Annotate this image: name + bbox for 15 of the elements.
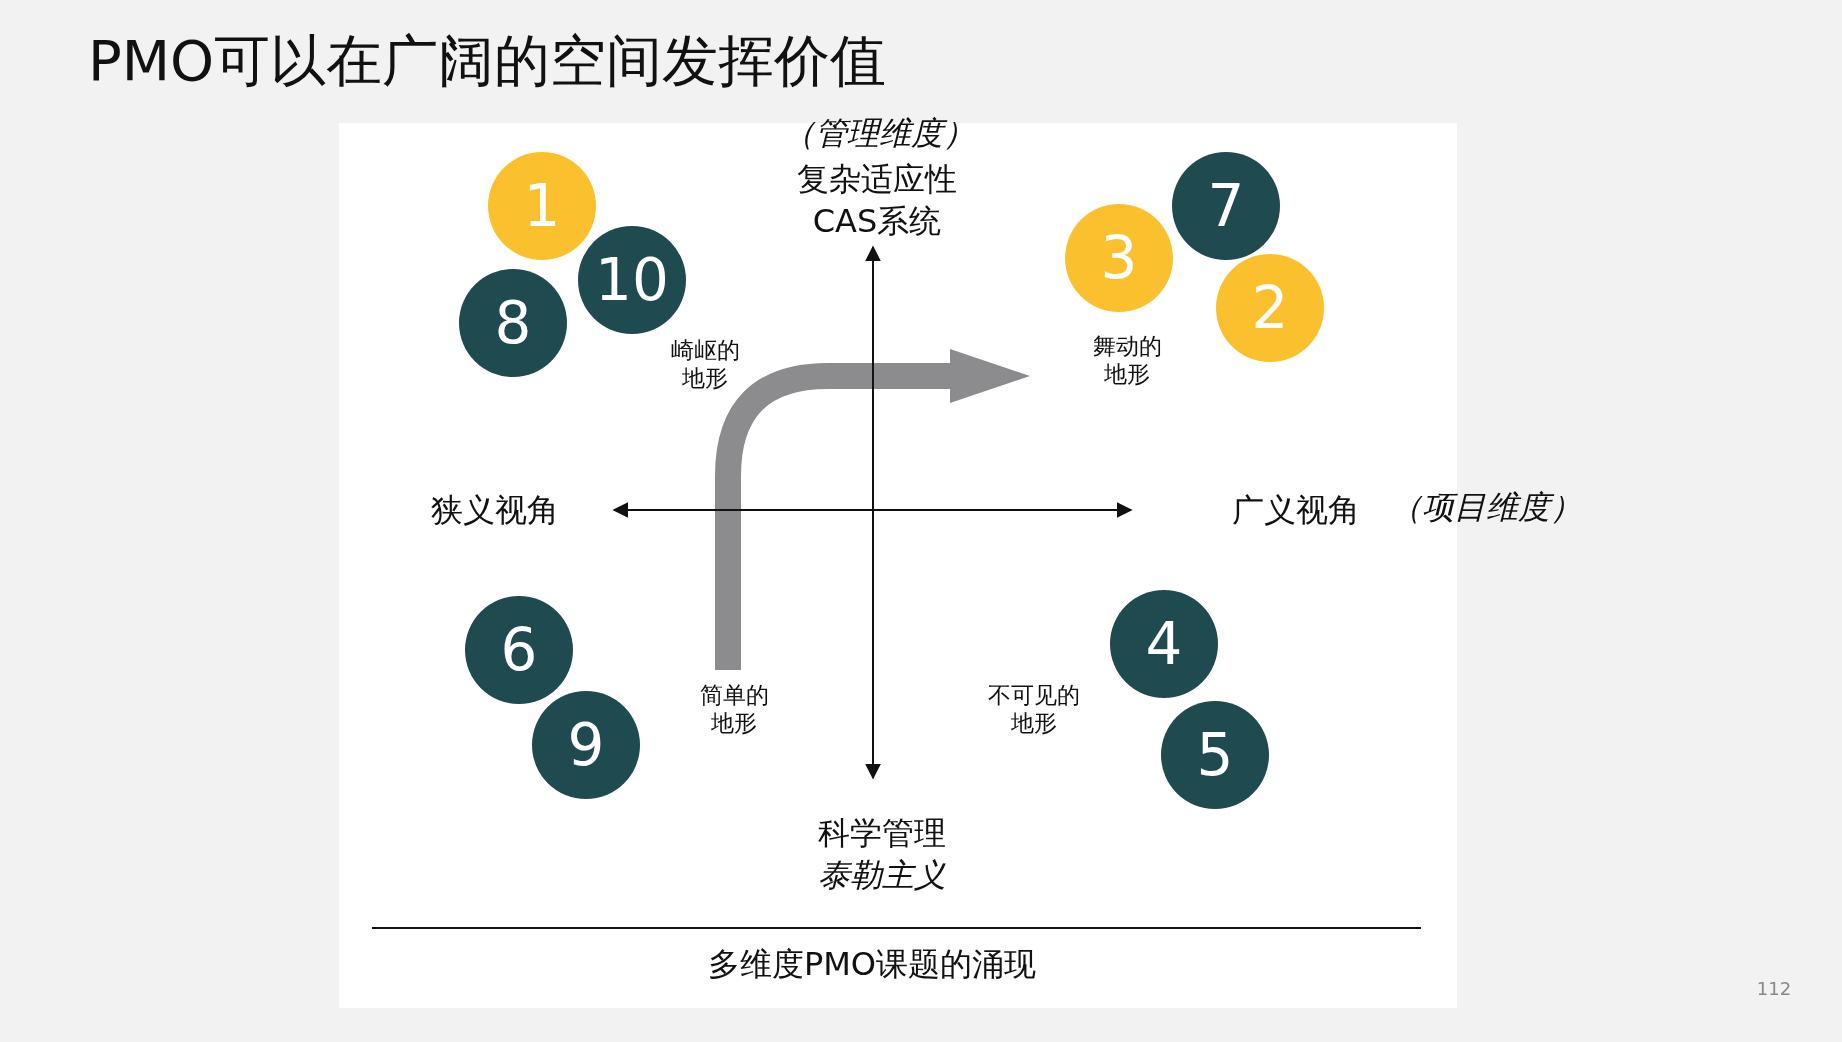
quadrant-label: 不可见的地形 xyxy=(987,682,1081,738)
axis-label: 广义视角 xyxy=(1232,490,1360,530)
axis-label: 泰勒主义 xyxy=(818,855,946,895)
quadrant-label: 舞动的地形 xyxy=(1091,333,1163,389)
axis-label: 科学管理 xyxy=(818,813,946,853)
axis-label: 狭义视角 xyxy=(431,490,559,530)
axis-label: （项目维度） xyxy=(1390,487,1582,527)
quadrant-label: 简单的地形 xyxy=(698,682,770,738)
axis-label: 复杂适应性 xyxy=(797,159,957,199)
slide-title: PMO可以在广阔的空间发挥价值 xyxy=(88,27,887,95)
quadrant-label: 崎岖的地形 xyxy=(669,337,741,393)
chart-caption: 多维度PMO课题的涌现 xyxy=(707,944,1037,984)
page-number: 112 xyxy=(1756,978,1792,1000)
axis-label: CAS系统 xyxy=(812,201,942,241)
axis-label: （管理维度） xyxy=(783,113,975,153)
